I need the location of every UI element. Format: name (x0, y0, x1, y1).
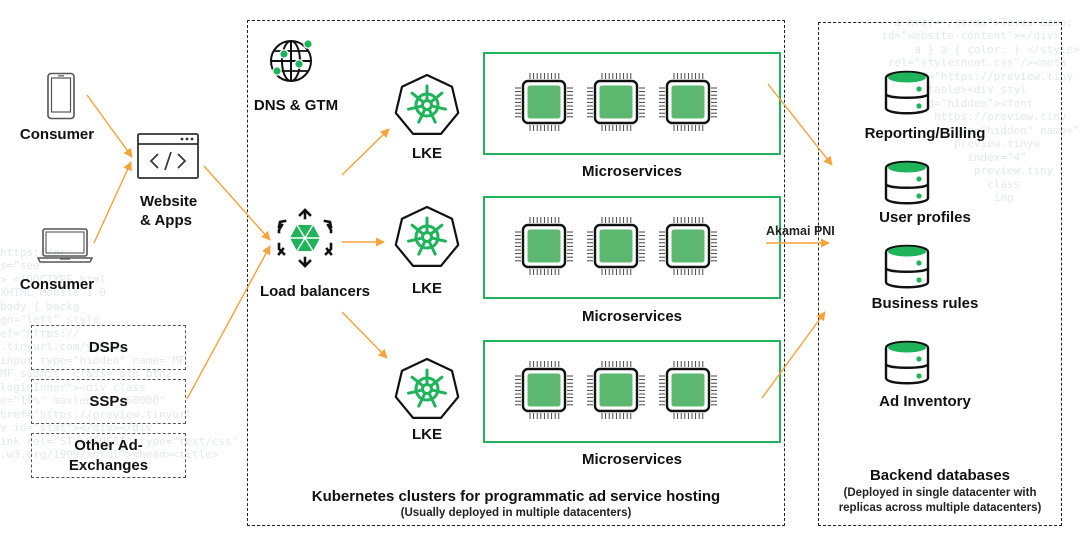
database-business-rules (882, 242, 932, 290)
db-label-reporting: Reporting/Billing (864, 125, 986, 142)
backend-databases-container (818, 22, 1062, 526)
load-balancers-label: Load balancers (259, 283, 371, 300)
arrow-lb-to-lke-1 (341, 128, 390, 176)
consumer-laptop-label: Consumer (19, 276, 95, 293)
backend-title: Backend databases (869, 467, 1011, 484)
cpu-chip-icon (515, 361, 573, 419)
cpu-chip-icon (659, 217, 717, 275)
arrow-ms3-to-backend (761, 311, 826, 399)
microservices-label-2: Microservices (581, 308, 683, 325)
database-ad-inventory (882, 338, 932, 386)
microservices-box-3 (483, 340, 781, 443)
db-label-user-profiles: User profiles (879, 209, 971, 226)
dsps-box: DSPs (31, 325, 186, 370)
microservices-label-3: Microservices (581, 451, 683, 468)
lke-label-2: LKE (412, 280, 442, 297)
ssps-box: SSPs (31, 379, 186, 424)
database-icon (884, 244, 930, 289)
background-code-right: a href="/terms">Terms &amp; Po id="websi… (881, 15, 1080, 205)
ssps-label: SSPs (89, 392, 128, 410)
code-window-icon (136, 132, 200, 180)
website-label-line1: Website (140, 193, 198, 210)
kubernetes-helm-icon (394, 73, 460, 136)
db-label-ad-inventory: Ad Inventory (879, 393, 971, 410)
arrow-ssps-to-lb (186, 245, 271, 400)
arrow-website-to-lb (203, 165, 271, 241)
database-reporting (882, 68, 932, 116)
backend-subtitle-line1: (Deployed in single datacenter with (843, 487, 1037, 499)
other-exchanges-label-line1: Other Ad- (74, 436, 143, 454)
akamai-pni-label: Akamai PNI (766, 224, 835, 238)
laptop-icon (36, 227, 94, 265)
microservices-box-1 (483, 52, 781, 155)
cpu-chip-icon (659, 361, 717, 419)
lke-label-3: LKE (412, 426, 442, 443)
kubernetes-cluster-subtitle: (Usually deployed in multiple datacenter… (400, 507, 632, 519)
dns-gtm-label: DNS & GTM (253, 97, 339, 114)
load-balancer-icon (275, 208, 335, 268)
arrow-laptop-to-website (93, 161, 132, 244)
kubernetes-cluster-container (247, 20, 785, 526)
database-icon (884, 70, 930, 115)
database-user-profiles (882, 158, 932, 206)
cpu-chip-icon (587, 73, 645, 131)
cpu-chip-icon (587, 217, 645, 275)
lke-node-1 (392, 72, 462, 138)
cpu-chip-icon (515, 73, 573, 131)
arrow-mobile-to-website (86, 94, 133, 158)
cpu-chip-icon (659, 73, 717, 131)
cpu-chip-icon (587, 361, 645, 419)
lke-node-3 (392, 356, 462, 422)
other-exchanges-box: Other Ad- Exchanges (31, 433, 186, 478)
other-exchanges-label-line2: Exchanges (68, 456, 149, 474)
cpu-chip-icon (515, 217, 573, 275)
db-label-business-rules: Business rules (871, 295, 979, 312)
kubernetes-helm-icon (394, 357, 460, 420)
arrow-ms1-to-backend (767, 83, 833, 166)
database-icon (884, 340, 930, 385)
website-label-line2: & Apps (140, 212, 192, 229)
microservices-box-2 (483, 196, 781, 299)
smartphone-icon (46, 72, 76, 120)
dsps-label: DSPs (88, 338, 129, 356)
database-icon (884, 160, 930, 205)
lke-node-2 (392, 204, 462, 270)
lke-label-1: LKE (412, 145, 442, 162)
kubernetes-helm-icon (394, 205, 460, 268)
backend-subtitle-line2: replicas across multiple datacenters) (838, 502, 1042, 514)
consumer-mobile-label: Consumer (19, 126, 95, 143)
kubernetes-cluster-title: Kubernetes clusters for programmatic ad … (311, 488, 721, 505)
arrow-lb-to-lke-3 (341, 311, 388, 359)
microservices-label-1: Microservices (581, 163, 683, 180)
globe-network-icon (267, 36, 317, 84)
